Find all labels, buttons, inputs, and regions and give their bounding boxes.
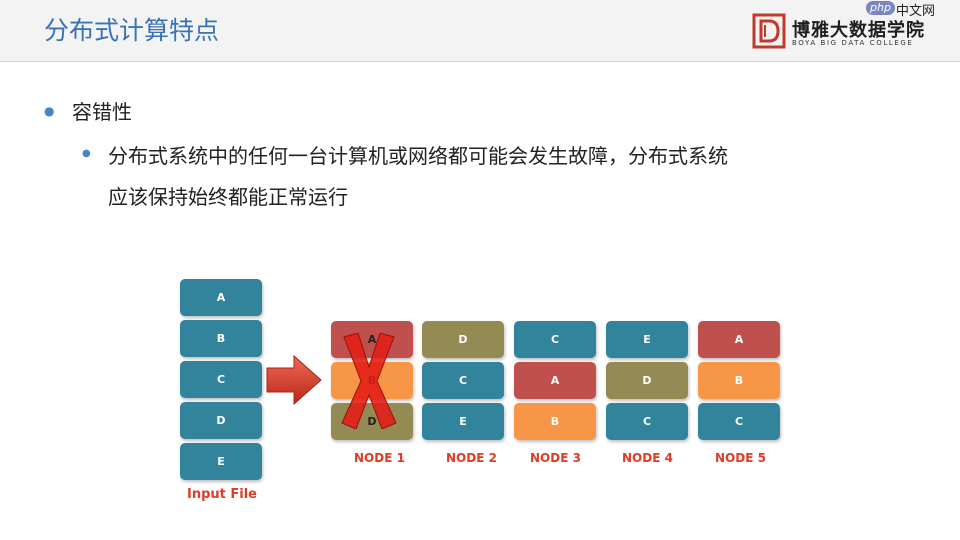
node-block: C: [606, 403, 688, 440]
node-block: D: [422, 321, 504, 358]
node-label: NODE 4: [622, 451, 673, 465]
slide-title: 分布式计算特点: [44, 16, 220, 45]
sub-bullet-line-1: 分布式系统中的任何一台计算机或网络都可能会发生故障，分布式系统: [108, 144, 728, 168]
watermark-site-name: 中文网: [896, 4, 936, 19]
node-block: C: [514, 321, 596, 358]
sub-bullet-dot-icon: ●: [82, 148, 91, 159]
header-divider: [0, 61, 960, 62]
node-block: E: [606, 321, 688, 358]
input-block: A: [180, 279, 262, 316]
input-block: C: [180, 361, 262, 398]
failure-cross-icon: [341, 333, 397, 429]
input-block: B: [180, 320, 262, 357]
node-block: B: [698, 362, 780, 399]
node-block: B: [514, 403, 596, 440]
input-block: D: [180, 402, 262, 439]
bullet-dot-icon: ●: [44, 104, 55, 118]
node-block: A: [698, 321, 780, 358]
node-block: D: [606, 362, 688, 399]
node-label: NODE 3: [530, 451, 581, 465]
node-label: NODE 5: [715, 451, 766, 465]
node-block: C: [698, 403, 780, 440]
slide-header: [0, 0, 960, 62]
logo-chinese-name: 博雅大数据学院: [792, 20, 925, 41]
watermark-php-badge: php: [866, 1, 895, 15]
node-block: E: [422, 403, 504, 440]
node-label: NODE 1: [354, 451, 405, 465]
bullet-fault-tolerance: 容错性: [72, 100, 132, 124]
node-label: NODE 2: [446, 451, 497, 465]
college-logo: 博雅大数据学院 BOYA BIG DATA COLLEGE: [752, 8, 952, 56]
input-block: E: [180, 443, 262, 480]
logo-english-name: BOYA BIG DATA COLLEGE: [792, 39, 914, 47]
logo-mark-icon: [752, 13, 786, 49]
input-file-label: Input File: [187, 487, 258, 502]
node-block: C: [422, 362, 504, 399]
sub-bullet-line-2: 应该保持始终都能正常运行: [108, 185, 348, 209]
arrow-right-icon: [266, 355, 322, 405]
node-block: A: [514, 362, 596, 399]
